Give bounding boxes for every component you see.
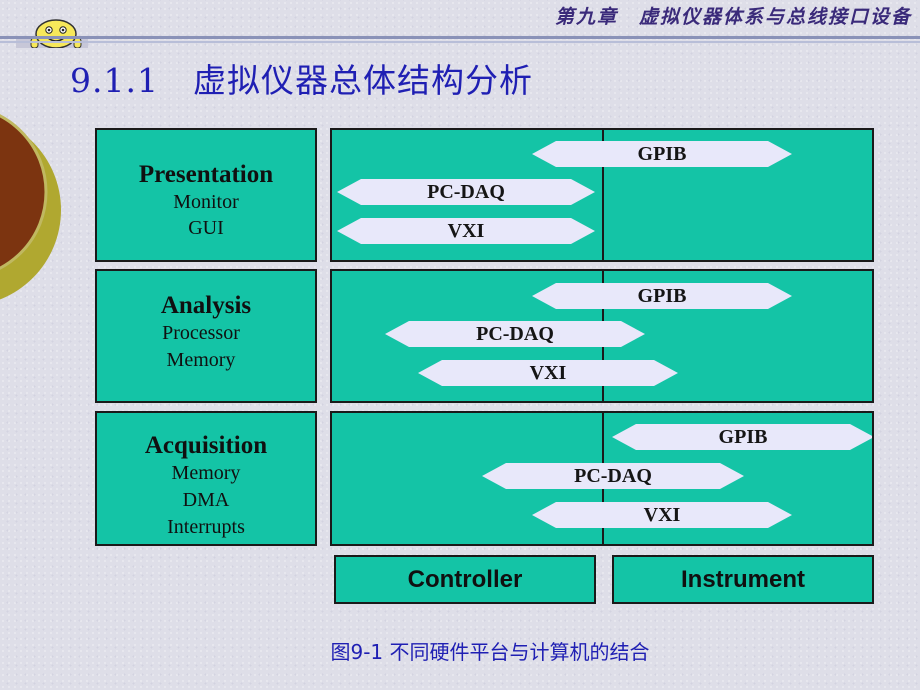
- layer-title: Analysis: [160, 292, 252, 319]
- layer-analysis: Analysis Processor Memory: [95, 269, 317, 403]
- bus-arrow-pc-daq: PC-DAQ: [385, 321, 645, 347]
- bus-label: VXI: [529, 362, 567, 384]
- page-title: 9.1.1 虚拟仪器总体结构分析: [70, 61, 533, 100]
- layer-title: Presentation: [138, 161, 274, 188]
- divider-line: [602, 130, 604, 260]
- mascot-icon: [16, 19, 88, 48]
- layer-line: GUI: [188, 217, 224, 239]
- bus-panel-presentation: GPIB PC-DAQ VXI: [330, 128, 874, 262]
- bus-panel-acquisition: GPIB PC-DAQ VXI: [330, 411, 874, 546]
- bus-arrow-vxi: VXI: [337, 218, 595, 244]
- bus-label: VXI: [447, 220, 485, 242]
- layer-acquisition: Acquisition Memory DMA Interrupts: [95, 411, 317, 546]
- layer-line: Memory: [171, 462, 241, 484]
- layer-line: Interrupts: [167, 516, 245, 538]
- bus-label: PC-DAQ: [574, 465, 652, 487]
- bus-arrow-gpib: GPIB: [612, 424, 874, 450]
- bus-arrow-pc-daq: PC-DAQ: [482, 463, 744, 489]
- controller-box: Controller: [334, 555, 596, 604]
- decorative-circles: [0, 114, 61, 300]
- layer-line: Memory: [166, 349, 236, 371]
- bus-label: GPIB: [637, 143, 687, 165]
- header-rule-thin: [0, 41, 920, 43]
- chapter-header: 第九章 虚拟仪器体系与总线接口设备: [554, 6, 912, 28]
- bus-arrow-vxi: VXI: [418, 360, 678, 386]
- figure-caption: 图9-1 不同硬件平台与计算机的结合: [330, 640, 650, 664]
- bus-label: GPIB: [718, 426, 768, 448]
- layer-presentation: Presentation Monitor GUI: [95, 128, 317, 262]
- bus-panel-analysis: GPIB PC-DAQ VXI: [330, 269, 874, 403]
- layer-line: Monitor: [173, 191, 239, 213]
- bus-label: VXI: [643, 504, 681, 526]
- bus-arrow-vxi: VXI: [532, 502, 792, 528]
- layer-title: Acquisition: [144, 432, 268, 459]
- instrument-box: Instrument: [612, 555, 874, 604]
- bus-arrow-gpib: GPIB: [532, 141, 792, 167]
- bus-arrow-gpib: GPIB: [532, 283, 792, 309]
- bus-arrow-pc-daq: PC-DAQ: [337, 179, 595, 205]
- bus-label: GPIB: [637, 285, 687, 307]
- layer-line: Processor: [162, 322, 240, 344]
- bus-label: PC-DAQ: [427, 181, 505, 203]
- bus-label: PC-DAQ: [476, 323, 554, 345]
- header-rule: [0, 36, 920, 39]
- layer-line: DMA: [182, 489, 230, 511]
